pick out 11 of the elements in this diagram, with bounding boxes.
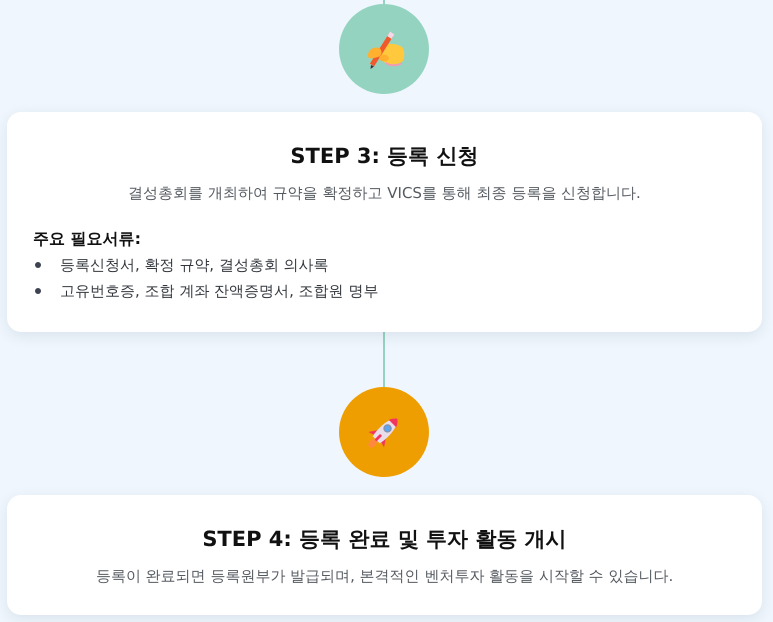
step-description: 등록이 완료되면 등록원부가 발급되며, 본격적인 벤처투자 활동을 시작할 수 있습니다. <box>96 566 674 587</box>
step-card <box>7 495 762 615</box>
documents-heading: 주요 필요서류: <box>33 228 141 250</box>
document-item: 고유번호증, 조합 계좌 잔액증명서, 조합원 명부 <box>60 281 378 302</box>
connector-line <box>383 332 385 387</box>
step-title: STEP 4: 등록 완료 및 투자 활동 개시 <box>202 526 567 552</box>
step-description: 결성총회를 개최하여 규약을 확정하고 VICS를 통해 최종 등록을 신청합니다. <box>128 183 641 204</box>
document-item: 등록신청서, 확정 규약, 결성총회 의사록 <box>60 255 329 276</box>
step-card <box>7 112 762 332</box>
step-title: STEP 3: 등록 신청 <box>290 143 479 169</box>
connector-line <box>383 0 385 4</box>
